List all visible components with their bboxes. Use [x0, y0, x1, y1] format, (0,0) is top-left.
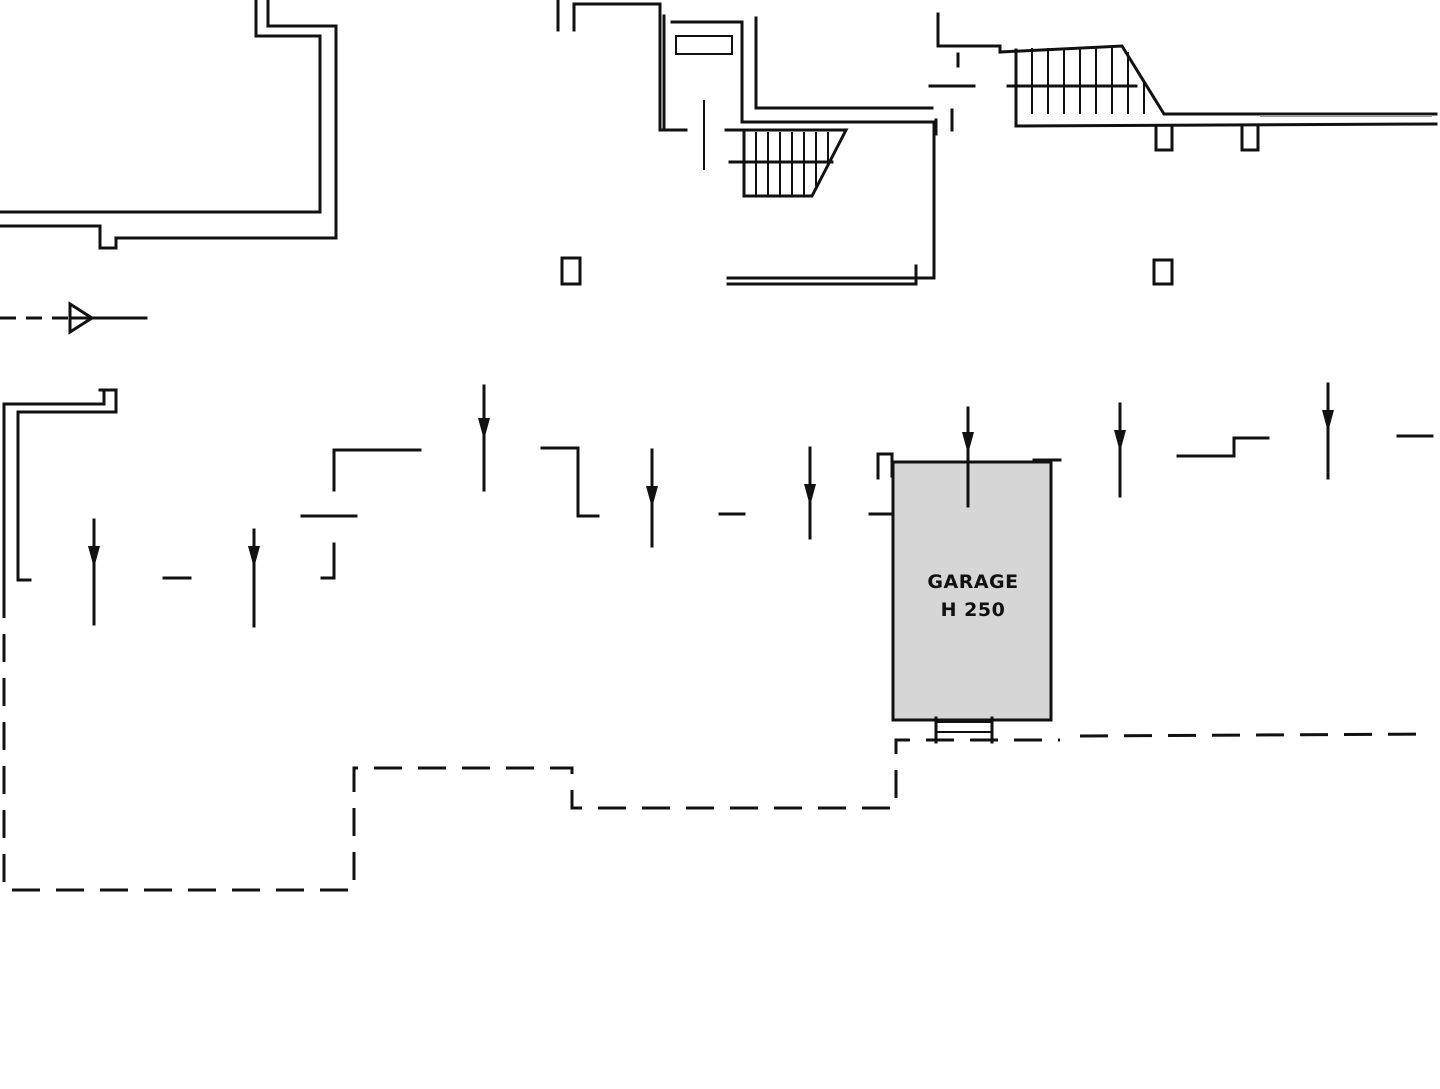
garage-height-label: H 250 — [941, 599, 1006, 621]
garage-area[interactable] — [891, 460, 1053, 722]
lower-boundary-dashed — [2, 590, 1433, 892]
stair-icon — [1006, 48, 1145, 114]
door-arrow-icon — [1114, 402, 1126, 498]
door-arrow-icon — [804, 446, 816, 540]
entrance-arrow-icon — [0, 301, 148, 335]
upper-right-building-walls — [928, 12, 1438, 152]
door-arrow-icon — [478, 384, 490, 492]
garage-row-walls — [2, 388, 1434, 592]
garage-unit[interactable]: GARAGE H 250 — [876, 406, 1062, 744]
stair-icon — [724, 128, 849, 198]
door-arrow-icon — [646, 448, 658, 548]
upper-left-building-walls — [0, 0, 338, 250]
garage-door-icon — [934, 716, 994, 744]
door-arrow-icon — [962, 406, 974, 508]
door-arrow-icon — [248, 528, 260, 628]
garage-door-arrows — [88, 382, 1334, 628]
door-arrow-icon — [88, 518, 100, 626]
garage-label: GARAGE — [927, 571, 1018, 593]
upper-center-building-walls — [556, 0, 938, 286]
pillar-icon — [1152, 258, 1174, 286]
door-arrow-icon — [1322, 382, 1334, 480]
pillar-icon — [560, 256, 582, 286]
